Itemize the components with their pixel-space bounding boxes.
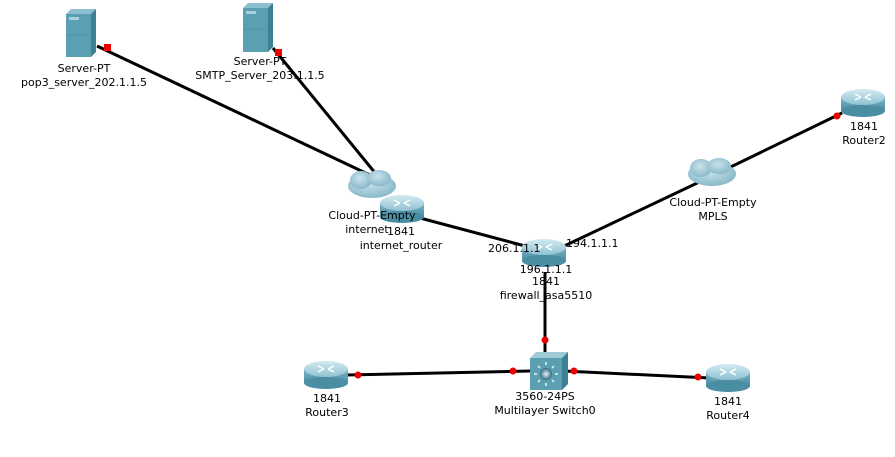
device-model-label: Cloud-PT-Empty	[328, 209, 416, 222]
port-router4	[694, 373, 702, 381]
port-switch-left	[509, 367, 517, 375]
port-switch-right	[570, 367, 578, 375]
device-model-label: 1841	[532, 275, 560, 288]
interface-ip-label: 196.1.1.1	[519, 263, 573, 276]
device-model-label: 1841	[850, 120, 878, 133]
multilayer-switch-icon[interactable]	[530, 352, 568, 390]
port-indicators	[104, 44, 841, 381]
device-name-label: MPLS	[698, 210, 728, 223]
device-name-label: SMTP_Server_203.1.1.5	[195, 69, 325, 82]
device-model-label: Cloud-PT-Empty	[669, 196, 757, 209]
device-name-label: Router2	[842, 134, 886, 147]
device-name-label: internet_router	[359, 239, 443, 252]
link-smtp-internet[interactable]	[271, 47, 378, 175]
device-name-label: firewall_asa5510	[499, 289, 593, 302]
device-model-label: 3560-24PS	[515, 390, 575, 403]
router-icon[interactable]	[522, 239, 566, 267]
cloud-icon[interactable]	[688, 158, 736, 186]
port-router2	[833, 112, 841, 120]
device-model-label: 1841	[714, 395, 742, 408]
link-firewall-mpls[interactable]	[559, 174, 713, 250]
port-switch-top	[541, 336, 549, 344]
device-model-label: 1841	[387, 225, 415, 238]
port-router3	[354, 371, 362, 379]
device-model-label: Server-PT	[57, 62, 111, 75]
interface-ip-label: 206.1.1.1	[488, 242, 541, 255]
server-icon[interactable]	[243, 3, 273, 52]
link-pop3-internet[interactable]	[96, 44, 373, 178]
device-name-label: pop3_server_202.1.1.5	[21, 76, 147, 89]
port-pop3	[104, 44, 111, 51]
device-name-label: Router3	[305, 406, 349, 419]
links	[96, 44, 843, 380]
cloud-icon[interactable]	[348, 170, 396, 198]
router-icon[interactable]	[841, 89, 885, 117]
link-internetrouter-firewall[interactable]	[419, 216, 541, 252]
router-icon[interactable]	[706, 364, 750, 392]
device-model-label: 1841	[313, 392, 341, 405]
device-name-label: Router4	[706, 409, 750, 422]
link-switch-router4[interactable]	[563, 369, 711, 380]
device-model-label: Server-PT	[233, 55, 287, 68]
router-icon[interactable]	[380, 195, 424, 223]
port-smtp	[275, 49, 282, 56]
server-icon[interactable]	[66, 9, 96, 57]
link-mpls-router2[interactable]	[711, 111, 843, 178]
link-switch-router3[interactable]	[345, 369, 531, 377]
router-icon[interactable]	[304, 361, 348, 389]
interface-ip-label: 194.1.1.1	[566, 237, 619, 250]
device-name-label: internet	[345, 223, 389, 236]
device-name-label: Multilayer Switch0	[494, 404, 596, 417]
